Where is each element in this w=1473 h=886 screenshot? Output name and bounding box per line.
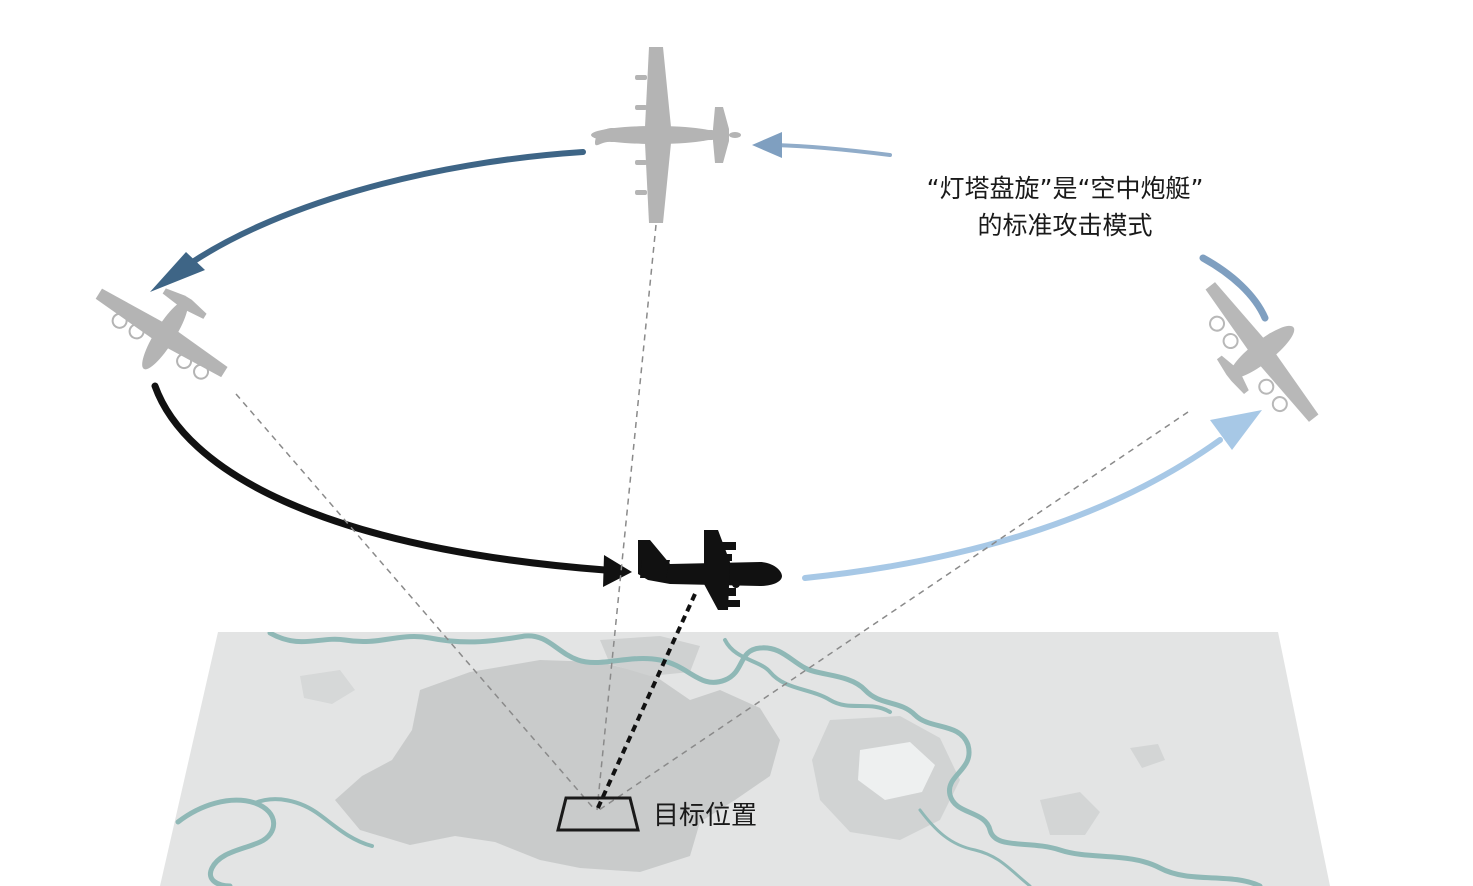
urban-patch	[300, 670, 355, 704]
orbit-arc-dark-blue	[175, 149, 586, 275]
arrowhead-light-blue	[1210, 410, 1262, 450]
river	[175, 797, 277, 886]
urban-patch	[1040, 792, 1100, 835]
orbit-arc-black	[151, 382, 609, 574]
aircraft-left-icon	[95, 288, 228, 380]
aircraft-right-icon	[1205, 282, 1319, 422]
caption-line-2: 的标准攻击模式	[977, 211, 1153, 240]
target-label: 目标位置	[653, 801, 758, 831]
sight-lines	[235, 224, 1189, 811]
river	[253, 797, 374, 848]
arrowhead-mid-blue	[752, 132, 782, 158]
river	[267, 632, 1263, 886]
orbit-arc-mid-blue	[773, 143, 892, 157]
arrowhead-black	[603, 555, 632, 587]
sight-line-left	[235, 393, 596, 811]
river	[723, 638, 892, 714]
ground-map	[160, 632, 1330, 886]
orbit-path	[150, 132, 1269, 587]
urban-area	[335, 660, 780, 872]
arrowhead-dark-blue	[150, 252, 205, 292]
target-box-icon	[556, 796, 640, 832]
caption-line-1: “灯塔盘旋”是“空中炮艇”	[926, 174, 1204, 203]
orbit-arc-right	[1199, 254, 1269, 322]
diagram-caption: “灯塔盘旋”是“空中炮艇” 的标准攻击模式	[880, 170, 1250, 244]
sight-line-top	[596, 224, 657, 811]
aircraft-top-icon	[591, 47, 741, 223]
lake	[858, 742, 935, 800]
sight-line-active	[595, 593, 697, 811]
orbit-arc-light-blue	[802, 437, 1223, 581]
river	[918, 808, 1032, 886]
sight-line-right	[598, 411, 1189, 811]
aircraft-active-icon	[638, 530, 782, 610]
urban-patch	[1130, 744, 1165, 768]
